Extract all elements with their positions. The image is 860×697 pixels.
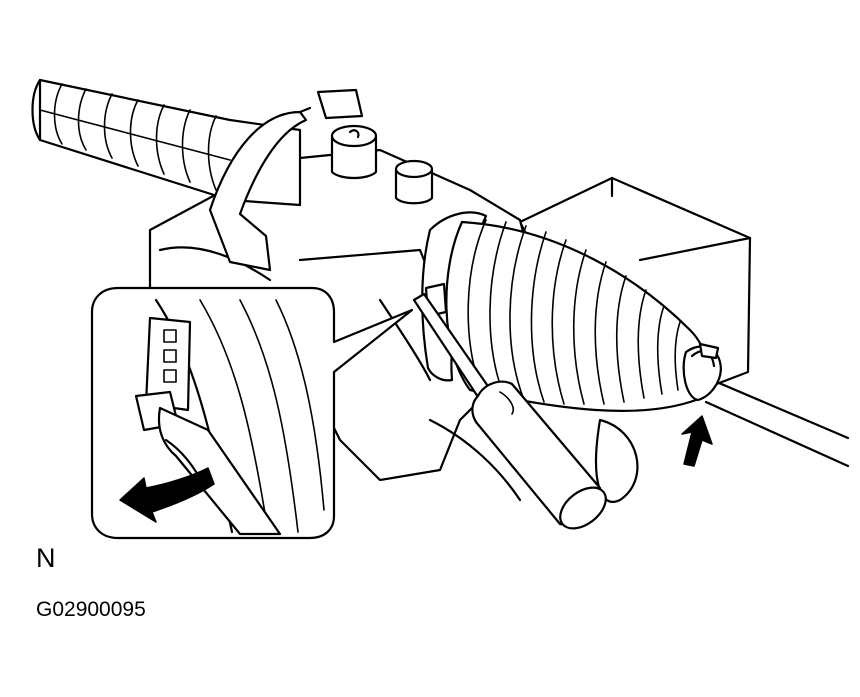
mounting-bracket: [208, 88, 364, 272]
steering-boot: [445, 219, 708, 412]
figure-id-label: G02900095: [36, 598, 146, 621]
screwdriver: [412, 292, 607, 530]
up-arrow-icon: [681, 415, 713, 467]
view-code-label: N: [36, 543, 56, 573]
pinion-posts: [330, 124, 434, 205]
curved-arrow-icon: [119, 467, 215, 523]
tie-rod: [704, 378, 850, 468]
detail-callout: [90, 286, 414, 540]
small-end-clip: [682, 342, 722, 402]
